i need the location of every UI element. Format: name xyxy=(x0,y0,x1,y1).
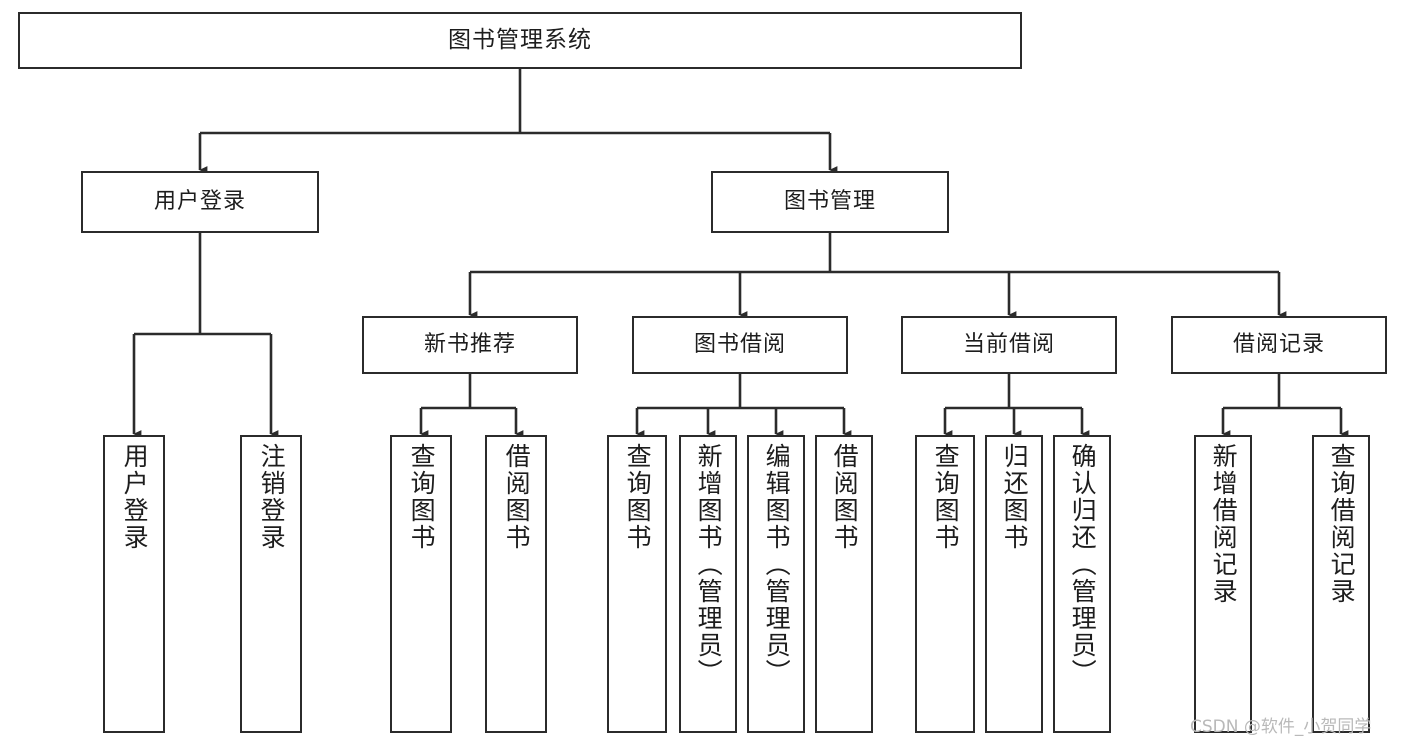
node-current-borrow[interactable]: 当前借阅 xyxy=(901,316,1117,374)
node-label-recommend-borrow-book: 借阅图书 xyxy=(502,443,532,551)
node-user-logout[interactable]: 注销登录 xyxy=(240,435,302,733)
node-recommend-query-book[interactable]: 查询图书 xyxy=(390,435,452,733)
node-label-current-query-book: 查询图书 xyxy=(931,443,961,551)
node-label-recommend-query-book: 查询图书 xyxy=(407,443,437,551)
node-label-root: 图书管理系统 xyxy=(448,26,592,53)
node-label-borrow-record: 借阅记录 xyxy=(1232,331,1325,357)
node-label-borrow-add-book: 新增图书（管理员） xyxy=(694,443,724,686)
node-borrow-record[interactable]: 借阅记录 xyxy=(1171,316,1387,374)
node-label-book-management: 图书管理 xyxy=(783,188,876,214)
node-label-user-login: 用户登录 xyxy=(153,188,246,214)
node-label-borrow-borrow-book: 借阅图书 xyxy=(830,443,860,551)
node-label-current-borrow: 当前借阅 xyxy=(962,331,1055,357)
node-label-current-confirm-return: 确认归还（管理员） xyxy=(1068,443,1098,686)
node-current-return-book[interactable]: 归还图书 xyxy=(985,435,1043,733)
node-record-add[interactable]: 新增借阅记录 xyxy=(1194,435,1252,733)
node-label-book-borrow: 图书借阅 xyxy=(693,331,786,357)
node-user-login[interactable]: 用户登录 xyxy=(81,171,319,233)
node-current-confirm-return[interactable]: 确认归还（管理员） xyxy=(1053,435,1111,733)
node-label-current-return-book: 归还图书 xyxy=(1000,443,1030,551)
node-borrow-edit-book[interactable]: 编辑图书（管理员） xyxy=(747,435,805,733)
node-user-login-do[interactable]: 用户登录 xyxy=(103,435,165,733)
node-label-borrow-edit-book: 编辑图书（管理员） xyxy=(762,443,792,686)
node-current-query-book[interactable]: 查询图书 xyxy=(915,435,975,733)
watermark-text: CSDN @软件_小贺同学 xyxy=(1190,717,1372,737)
node-label-user-login-do: 用户登录 xyxy=(120,443,150,551)
node-borrow-add-book[interactable]: 新增图书（管理员） xyxy=(679,435,737,733)
node-record-query[interactable]: 查询借阅记录 xyxy=(1312,435,1370,733)
node-label-borrow-query-book: 查询图书 xyxy=(623,443,653,551)
node-borrow-borrow-book[interactable]: 借阅图书 xyxy=(815,435,873,733)
node-label-record-add: 新增借阅记录 xyxy=(1209,443,1239,605)
node-label-new-book-recommend: 新书推荐 xyxy=(423,331,516,357)
node-label-user-logout: 注销登录 xyxy=(257,443,287,551)
node-root[interactable]: 图书管理系统 xyxy=(18,12,1022,69)
node-borrow-query-book[interactable]: 查询图书 xyxy=(607,435,667,733)
node-label-record-query: 查询借阅记录 xyxy=(1327,443,1357,605)
node-recommend-borrow-book[interactable]: 借阅图书 xyxy=(485,435,547,733)
node-new-book-recommend[interactable]: 新书推荐 xyxy=(362,316,578,374)
node-book-borrow[interactable]: 图书借阅 xyxy=(632,316,848,374)
node-book-management[interactable]: 图书管理 xyxy=(711,171,949,233)
